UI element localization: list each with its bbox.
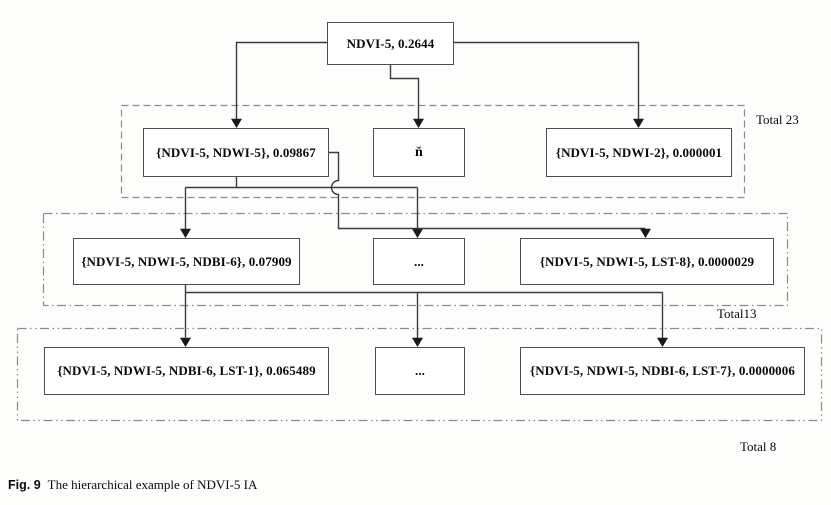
figure-caption-text: The hierarchical example of NDVI-5 IA — [47, 477, 258, 492]
arrowhead-l3-to-lst1 — [180, 337, 191, 347]
node-ellipsis-level3: ... — [373, 238, 465, 285]
edge-root-to-ndwi5 — [235, 41, 327, 120]
node-ndvi5-ndwi5-ndbi6-lst1: {NDVI-5, NDWI-5, NDBI-6, LST-1}, 0.06548… — [44, 347, 329, 395]
level-4-total-label: Total 8 — [740, 439, 777, 454]
arrowhead-bus-to-ellipsis-l3 — [412, 228, 423, 238]
arrowhead-root-to-ndwi2 — [633, 118, 644, 128]
node-ndvi5-ndwi2: {NDVI-5, NDWI-2}, 0.000001 — [546, 128, 732, 177]
arrowhead-bus-to-lst7 — [657, 337, 668, 347]
arrowhead-bus-to-ndbi6 — [180, 228, 191, 238]
node-ndvi5-ndwi5: {NDVI-5, NDWI-5}, 0.09867 — [143, 128, 329, 177]
edge-root-to-ndwi2 — [452, 41, 640, 120]
arrowhead-l2-side-to-lst8 — [640, 228, 651, 238]
level-3-group-outline — [42, 212, 789, 307]
node-ndvi5-ndwi5-lst8: {NDVI-5, NDWI-5, LST-8}, 0.0000029 — [520, 238, 774, 285]
edge-root-to-n-caron — [389, 63, 420, 120]
node-n-caron: ň — [373, 128, 465, 177]
edge-l2-side-to-lst8 — [327, 151, 646, 230]
arrowhead-root-to-ndwi5 — [231, 118, 242, 128]
level-4-group-outline — [16, 327, 823, 422]
level-2-total-label: Total 23 — [756, 112, 799, 127]
arrowhead-bus-to-ellipsis-l4 — [412, 337, 423, 347]
level-3-total-label: Total13 — [717, 306, 757, 321]
level-2-group-outline — [120, 104, 746, 199]
edge-l2-bottom-bus — [185, 175, 418, 189]
arrowhead-root-to-n-caron — [413, 118, 424, 128]
node-ndvi5-ndwi5-ndbi6-lst7: {NDVI-5, NDWI-5, NDBI-6, LST-7}, 0.00000… — [520, 347, 805, 395]
figure-caption-number: Fig. 9 — [8, 478, 41, 492]
figure-caption: Fig. 9 The hierarchical example of NDVI-5… — [8, 477, 257, 493]
node-ellipsis-level4: ... — [375, 347, 465, 395]
node-ndvi5-ndwi5-ndbi6: {NDVI-5, NDWI-5, NDBI-6}, 0.07909 — [73, 238, 300, 285]
node-root-ndvi5: NDVI-5, 0.2644 — [327, 22, 454, 65]
